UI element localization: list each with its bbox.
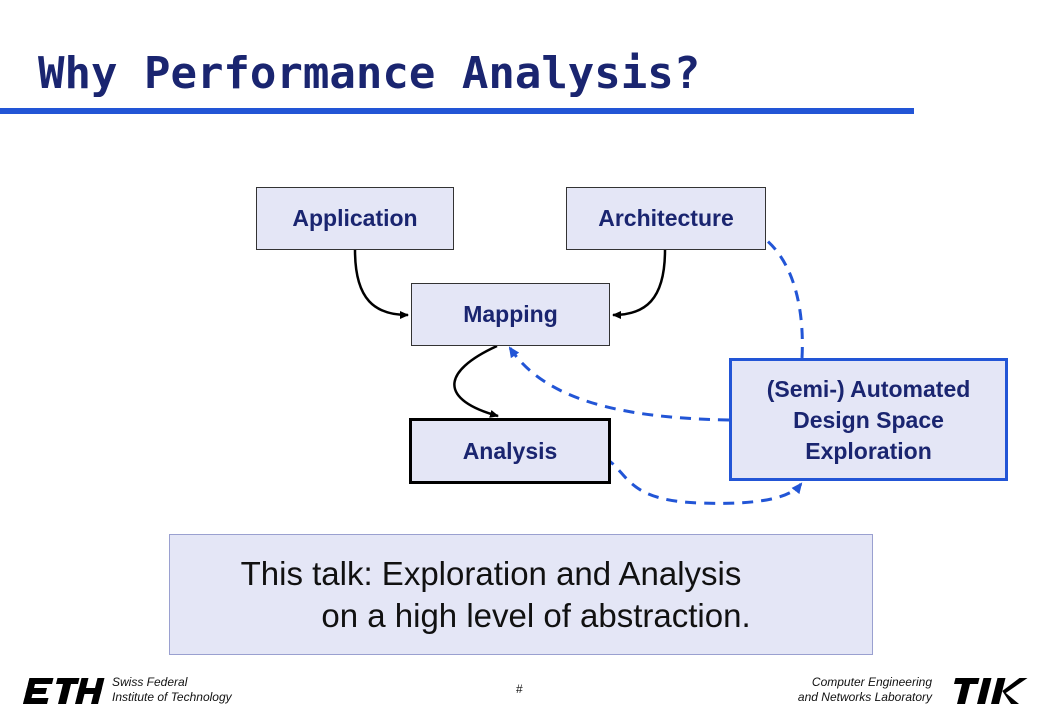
mapping-box: Mapping [411,283,610,346]
dse-line-3: Exploration [805,438,932,464]
application-box: Application [256,187,454,250]
tik-logo [954,678,1028,704]
arrow-architecture-to-mapping [612,249,667,319]
footer-institution: Swiss Federal Institute of Technology [112,675,232,705]
footer-left-line-1: Swiss Federal [112,675,188,689]
arrow-dse-to-architecture [728,219,804,359]
analysis-box: Analysis [409,418,611,484]
architecture-box: Architecture [566,187,766,250]
dse-line-1: (Semi-) Automated [766,376,971,402]
talk-summary-callout: This talk: Exploration and Analysis on a… [169,534,873,655]
arrow-application-to-mapping [353,249,409,319]
footer-right-line-2: and Networks Laboratory [797,690,932,704]
footer-right-line-1: Computer Engineering [811,675,932,689]
eth-logo [23,678,105,704]
callout-line-2: on a high level of abstraction. [321,596,751,634]
design-space-exploration-box: (Semi-) Automated Design Space Explorati… [729,358,1008,481]
footer-left-line-2: Institute of Technology [112,690,232,704]
page-title: Why Performance Analysis? [38,48,701,99]
title-underline [0,108,914,114]
footer-lab: Computer Engineering and Networks Labora… [798,675,932,705]
callout-line-1: This talk: Exploration and Analysis [240,554,742,592]
arrow-dse-to-mapping [508,346,730,422]
arrow-mapping-to-analysis [453,344,499,418]
page-number: # [516,682,523,696]
dse-line-2: Design Space [793,407,944,433]
